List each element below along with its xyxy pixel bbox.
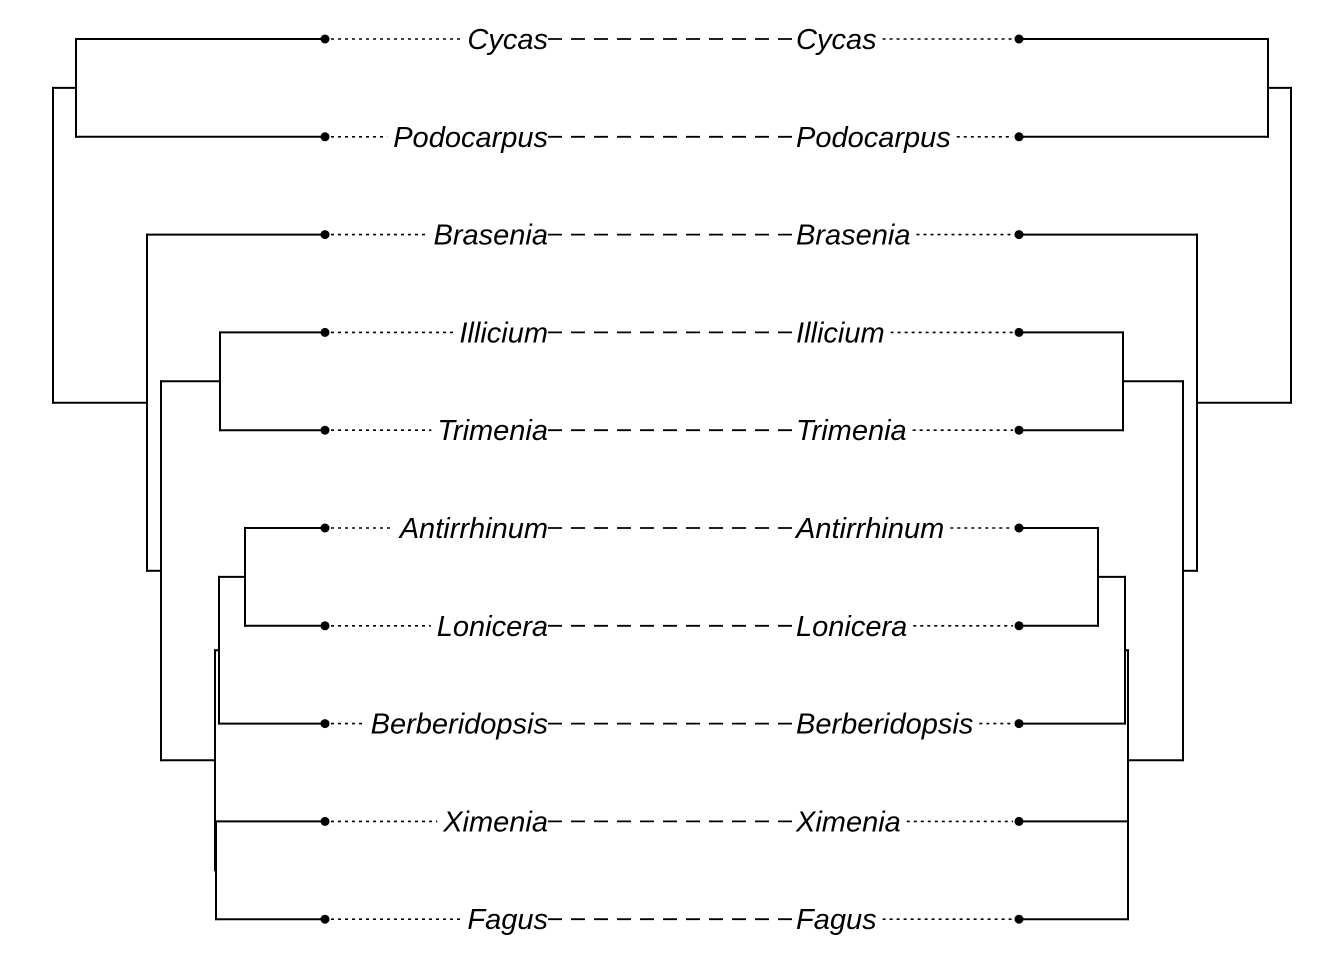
left-label-cycas: Cycas xyxy=(467,24,548,56)
tip-points xyxy=(320,34,1024,924)
left-label-illicium: Illicium xyxy=(459,317,548,349)
left-label-antirrhinum: Antirrhinum xyxy=(398,513,548,545)
right-label-cycas: Cycas xyxy=(796,24,877,56)
right-tip-ximenia xyxy=(1014,816,1024,826)
right-tip-antirrhinum xyxy=(1014,523,1024,533)
left-tip-illicium xyxy=(320,327,330,337)
left-tip-brasenia xyxy=(320,230,330,240)
left-label-podocarpus: Podocarpus xyxy=(393,122,548,154)
right-tip-fagus xyxy=(1014,914,1024,924)
right-tip-cycas xyxy=(1014,34,1024,44)
left-tip-antirrhinum xyxy=(320,523,330,533)
taxon-connectors xyxy=(548,38,796,921)
right-tip-brasenia xyxy=(1014,230,1024,240)
right-tip-podocarpus xyxy=(1014,132,1024,142)
right-label-berberidopsis: Berberidopsis xyxy=(796,709,973,741)
left-tip-berberidopsis xyxy=(320,719,330,729)
left-tip-fagus xyxy=(320,914,330,924)
right-label-podocarpus: Podocarpus xyxy=(796,122,951,154)
right-label-lonicera: Lonicera xyxy=(796,611,907,643)
right-label-trimenia: Trimenia xyxy=(796,415,907,447)
left-tree xyxy=(52,38,326,921)
right-tip-trimenia xyxy=(1014,425,1024,435)
left-label-lonicera: Lonicera xyxy=(437,611,548,643)
right-label-brasenia: Brasenia xyxy=(796,220,910,252)
left-label-fagus: Fagus xyxy=(467,904,548,936)
left-tip-trimenia xyxy=(320,425,330,435)
left-label-ximenia: Ximenia xyxy=(442,806,548,838)
left-label-brasenia: Brasenia xyxy=(434,220,548,252)
right-tip-illicium xyxy=(1014,327,1024,337)
right-tree xyxy=(1018,38,1292,921)
left-label-berberidopsis: Berberidopsis xyxy=(371,709,548,741)
right-label-illicium: Illicium xyxy=(796,317,885,349)
label-leaders xyxy=(331,38,1013,921)
right-label-antirrhinum: Antirrhinum xyxy=(794,513,944,545)
right-tip-lonicera xyxy=(1014,621,1024,631)
right-label-fagus: Fagus xyxy=(796,904,877,936)
right-label-ximenia: Ximenia xyxy=(795,806,901,838)
left-label-trimenia: Trimenia xyxy=(437,415,548,447)
left-tip-cycas xyxy=(320,34,330,44)
right-tip-berberidopsis xyxy=(1014,719,1024,729)
left-tip-podocarpus xyxy=(320,132,330,142)
left-tip-ximenia xyxy=(320,816,330,826)
left-tip-lonicera xyxy=(320,621,330,631)
